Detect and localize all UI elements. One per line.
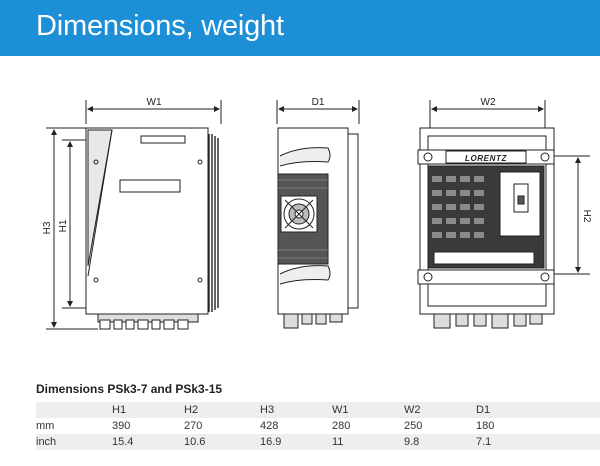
front-view-drawing — [46, 100, 222, 330]
value-cell: 280 — [332, 420, 351, 432]
table-header-row: H1 H2 H3 W1 W2 D1 — [36, 402, 600, 418]
value-cell: 11 — [332, 436, 344, 448]
value-cell: 16.9 — [260, 436, 282, 448]
value-cell: 180 — [476, 420, 495, 432]
page-title: Dimensions, weight — [36, 10, 284, 42]
table-row: mm 390 270 428 280 250 180 — [36, 418, 600, 434]
value-cell: 270 — [184, 420, 203, 432]
header-cell-h1: H1 — [112, 404, 127, 416]
table-title: Dimensions PSk3-7 and PSk3-15 — [36, 382, 223, 396]
value-cell: 10.6 — [184, 436, 206, 448]
h1-label: H1 — [58, 219, 69, 232]
value-cell: 9.8 — [404, 436, 420, 448]
page-header: Dimensions, weight — [0, 0, 600, 56]
d1-label: D1 — [312, 97, 325, 108]
header-cell-w2: W2 — [404, 404, 421, 416]
header-cell — [36, 402, 112, 418]
h2-label: H2 — [581, 210, 592, 223]
header-cell-w1: W1 — [332, 404, 349, 416]
unit-cell: inch — [36, 436, 57, 448]
value-cell: 428 — [260, 420, 279, 432]
header-cell-h2: H2 — [184, 404, 199, 416]
value-cell: 15.4 — [112, 436, 134, 448]
technical-drawings: W1 H3 H1 D1 W2 H2 LORENTZ — [42, 97, 592, 330]
w1-label: W1 — [147, 97, 162, 108]
header-cell-h3: H3 — [260, 404, 275, 416]
side-view-drawing — [276, 100, 360, 329]
value-cell: 7.1 — [476, 436, 492, 448]
dimensions-table: H1 H2 H3 W1 W2 D1 mm 390 270 428 280 250… — [36, 402, 600, 450]
unit-cell: mm — [36, 420, 55, 432]
brand-plate-text: LORENTZ — [465, 154, 507, 163]
open-view-drawing — [417, 100, 590, 329]
value-cell: 390 — [112, 420, 131, 432]
h3-label: H3 — [42, 221, 53, 234]
table-row: inch 15.4 10.6 16.9 11 9.8 7.1 — [36, 434, 600, 450]
value-cell: 250 — [404, 420, 423, 432]
w2-label: W2 — [481, 97, 496, 108]
header-cell-d1: D1 — [476, 404, 491, 416]
